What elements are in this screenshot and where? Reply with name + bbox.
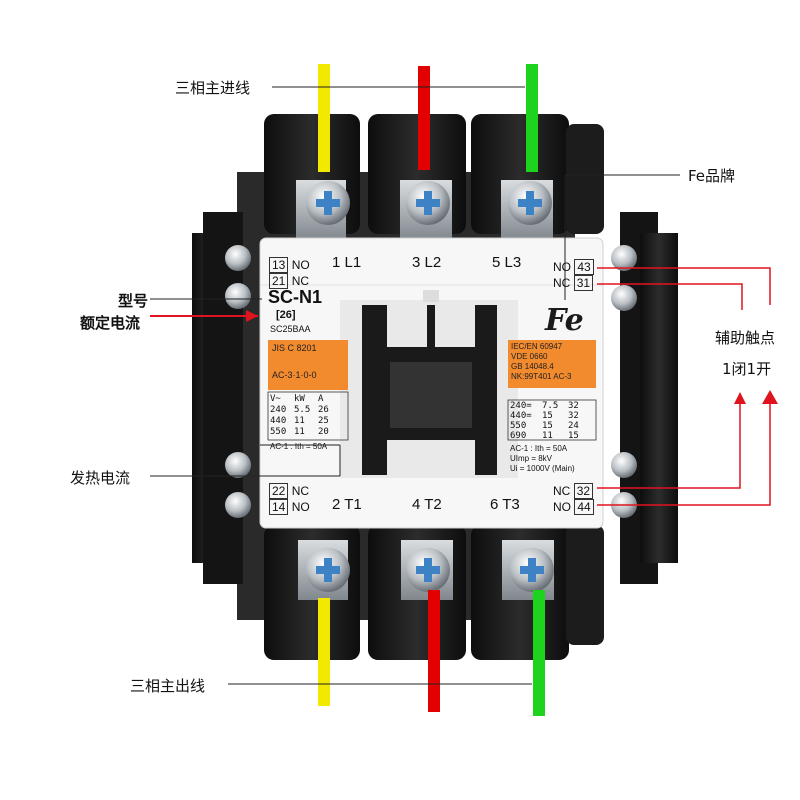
aux-leader-lines [597, 267, 771, 506]
standard-left: JIS C 8201 [272, 343, 317, 353]
armature [340, 290, 518, 478]
main-terminal-screws [306, 181, 554, 592]
category-left: AC-3·1·0-0 [272, 370, 317, 380]
terminal-t3-label: 6 T3 [490, 496, 520, 513]
wire-in-l1 [318, 64, 330, 172]
wire-out-t3 [533, 590, 545, 716]
aux-arrow-left-head [734, 392, 746, 404]
right-orange-plate [508, 340, 596, 388]
terminal-21-nc: 21 NC [269, 273, 309, 289]
aux-arrow-right-head [762, 390, 778, 404]
terminal-43-no: NO 43 [553, 259, 594, 275]
terminal-13-no: 13 NO [269, 257, 310, 273]
rated-current-arrowhead [246, 310, 258, 322]
wire-out-t1 [318, 598, 330, 706]
terminal-l2-label: 3 L2 [412, 254, 442, 271]
right-specs: AC-1 : Ith = 50A UImp = 8kV Ui = 1000V (… [510, 444, 575, 473]
callout-aux-contacts: 辅助触点 [715, 329, 776, 347]
callout-heat-current: 发热电流 [70, 469, 131, 487]
leader-lines [150, 86, 680, 685]
wire-out-t2 [428, 590, 440, 712]
terminal-t1-label: 2 T1 [332, 496, 362, 513]
aux-screws [225, 245, 637, 518]
terminal-t2-label: 4 T2 [412, 496, 442, 513]
terminal-l3-label: 5 L3 [492, 254, 522, 271]
standards-right: IEC/EN 60947 VDE 0660 GB 14048.4 NK:99T4… [511, 342, 572, 381]
terminal-32-nc: NC 32 [553, 483, 594, 499]
terminal-44-no: NO 44 [553, 499, 594, 515]
left-orange-plate [268, 340, 348, 390]
terminal-22-nc: 22 NC [269, 483, 309, 499]
left-aux-block [203, 212, 243, 584]
wire-in-l3 [526, 64, 538, 172]
callout-main-in: 三相主进线 [175, 79, 251, 97]
callout-aux-config: 1闭1开 [722, 360, 772, 378]
callout-rated-current: 额定电流 [80, 314, 141, 332]
right-aux-block-shadow [640, 233, 678, 563]
left-ith: AC-1 : Ith = 50A [270, 442, 328, 451]
fe-logo-mark: Fe [544, 303, 584, 338]
callout-main-out: 三相主出线 [130, 677, 206, 695]
model-number: SC-N1 [268, 287, 323, 307]
terminal-14-no: 14 NO [269, 499, 310, 515]
callout-model: 型号 [118, 292, 149, 310]
callout-fe-plate: Fe品牌 [688, 167, 736, 185]
wire-in-l2 [418, 66, 430, 170]
part-number: SC25BAA [270, 324, 311, 334]
rating-code: [26] [276, 309, 296, 321]
terminal-l1-label: 1 L1 [332, 254, 362, 271]
terminal-31-nc: NC 31 [553, 275, 594, 291]
